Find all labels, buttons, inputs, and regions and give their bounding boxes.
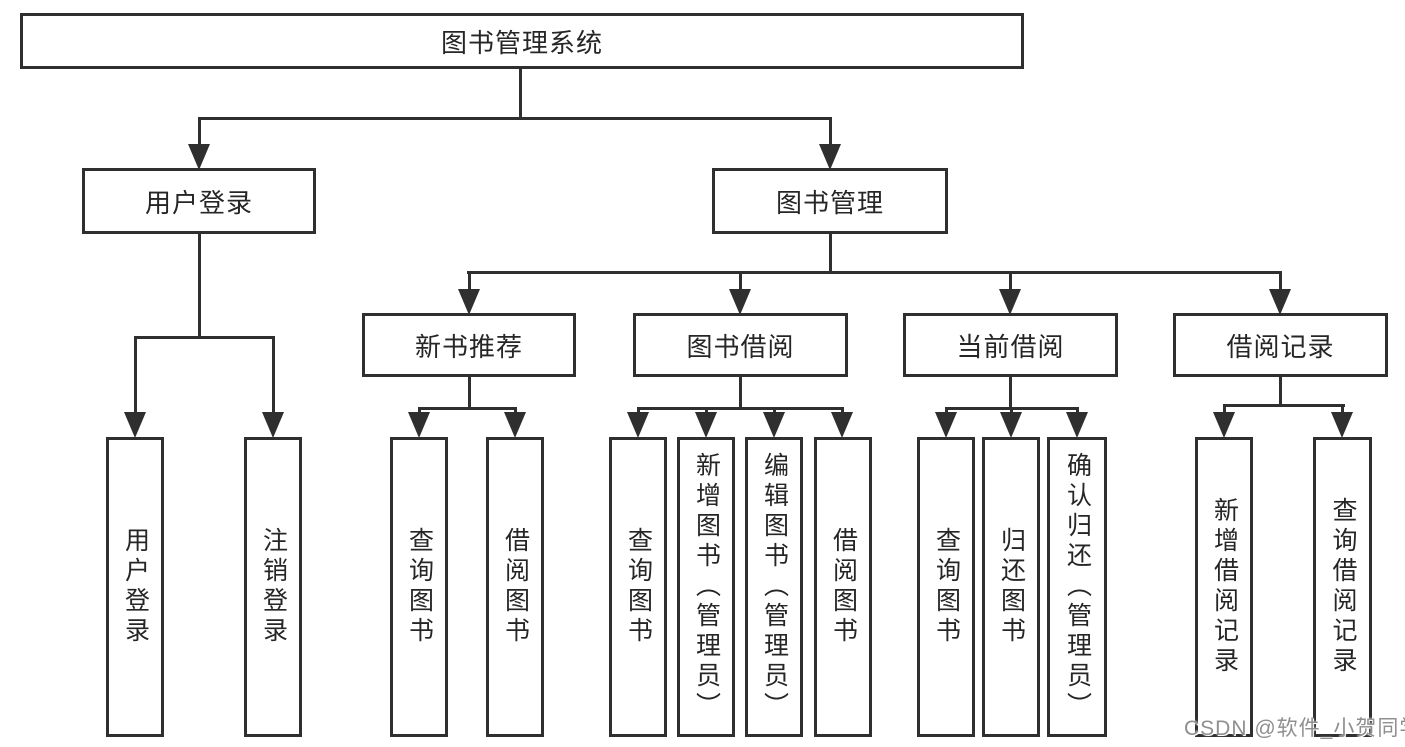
leaf-bb-query-books: 查询图书 bbox=[609, 437, 667, 737]
arrow-down-icon bbox=[999, 289, 1021, 315]
leaf-label: 查询图书 bbox=[624, 527, 653, 647]
node-label: 借阅记录 bbox=[1226, 331, 1335, 362]
arrow-down-icon bbox=[1213, 412, 1235, 438]
node-label: 新书推荐 bbox=[414, 331, 523, 362]
arrow-down-icon bbox=[262, 412, 284, 438]
connector-line bbox=[134, 336, 137, 414]
arrow-down-icon bbox=[1269, 289, 1291, 315]
arrow-down-icon bbox=[819, 144, 841, 170]
connector-line bbox=[841, 407, 844, 415]
arrow-down-icon bbox=[124, 412, 146, 438]
connector-line bbox=[1279, 377, 1282, 407]
arrow-down-icon bbox=[627, 412, 649, 438]
leaf-label: 查询借阅记录 bbox=[1329, 497, 1357, 677]
connector-line bbox=[272, 336, 275, 414]
leaf-label: 编辑图书（管理员） bbox=[760, 452, 789, 722]
arrow-down-icon bbox=[504, 412, 526, 438]
arrow-down-icon bbox=[1000, 412, 1022, 438]
node-new-book-recommendation: 新书推荐 bbox=[362, 313, 576, 377]
connector-line bbox=[467, 271, 1282, 274]
connector-line bbox=[739, 271, 742, 291]
node-book-borrowing: 图书借阅 bbox=[633, 313, 848, 377]
connector-line bbox=[829, 117, 832, 147]
leaf-label: 归还图书 bbox=[997, 527, 1026, 647]
leaf-cb-query-books: 查询图书 bbox=[917, 437, 975, 737]
connector-line bbox=[514, 407, 517, 415]
node-label: 图书借阅 bbox=[686, 331, 795, 362]
arrow-down-icon bbox=[695, 412, 717, 438]
arrow-down-icon bbox=[729, 289, 751, 315]
connector-line bbox=[773, 407, 776, 415]
leaf-bb-add-book-admin: 新增图书（管理员） bbox=[677, 437, 735, 737]
connector-line bbox=[1223, 404, 1345, 407]
connector-line bbox=[739, 377, 742, 410]
leaf-label: 新增图书（管理员） bbox=[692, 452, 721, 722]
leaf-cb-confirm-return-admin: 确认归还（管理员） bbox=[1047, 437, 1107, 737]
node-current-borrowing: 当前借阅 bbox=[903, 313, 1118, 377]
connector-line bbox=[1076, 407, 1079, 415]
node-label: 用户登录 bbox=[144, 187, 253, 218]
node-book-management: 图书管理 bbox=[712, 168, 948, 234]
connector-line bbox=[1009, 271, 1012, 291]
node-borrowing-records: 借阅记录 bbox=[1173, 313, 1388, 377]
node-library-management-system: 图书管理系统 bbox=[20, 13, 1024, 69]
leaf-br-add-record: 新增借阅记录 bbox=[1195, 437, 1253, 737]
leaf-bb-borrow-books: 借阅图书 bbox=[814, 437, 872, 737]
arrow-down-icon bbox=[1331, 412, 1353, 438]
leaf-nbr-borrow-books: 借阅图书 bbox=[486, 437, 544, 737]
csdn-watermark: CSDN @软件_小贺同学 bbox=[1184, 717, 1405, 740]
connector-line bbox=[418, 407, 421, 415]
connector-line bbox=[637, 407, 843, 410]
leaf-label: 查询图书 bbox=[405, 527, 434, 647]
leaf-cb-return-books: 归还图书 bbox=[982, 437, 1040, 737]
arrow-down-icon bbox=[1066, 412, 1088, 438]
connector-line bbox=[418, 407, 517, 410]
node-label: 图书管理系统 bbox=[440, 27, 603, 58]
leaf-label: 借阅图书 bbox=[829, 527, 858, 647]
connector-line bbox=[829, 234, 832, 274]
connector-line bbox=[1341, 404, 1344, 414]
leaf-label: 借阅图书 bbox=[501, 527, 530, 647]
connector-line bbox=[1279, 271, 1282, 291]
arrow-down-icon bbox=[188, 144, 210, 170]
leaf-user-login: 用户登录 bbox=[106, 437, 164, 737]
leaf-nbr-query-books: 查询图书 bbox=[390, 437, 448, 737]
leaf-label: 新增借阅记录 bbox=[1210, 497, 1239, 677]
connector-line bbox=[134, 336, 275, 339]
leaf-label: 用户登录 bbox=[121, 527, 150, 647]
connector-line bbox=[1223, 404, 1226, 414]
leaf-logout: 注销登录 bbox=[244, 437, 302, 737]
leaf-label: 注销登录 bbox=[259, 527, 288, 647]
connector-line bbox=[468, 377, 471, 410]
connector-line bbox=[519, 68, 522, 120]
connector-line bbox=[637, 407, 640, 415]
connector-line bbox=[198, 234, 201, 339]
leaf-bb-edit-book-admin: 编辑图书（管理员） bbox=[745, 437, 803, 737]
connector-line bbox=[945, 407, 948, 415]
node-label: 图书管理 bbox=[775, 187, 884, 218]
connector-line bbox=[198, 117, 201, 147]
connector-line bbox=[1010, 407, 1013, 415]
connector-line bbox=[705, 407, 708, 415]
arrow-down-icon bbox=[458, 289, 480, 315]
arrow-down-icon bbox=[763, 412, 785, 438]
arrow-down-icon bbox=[831, 412, 853, 438]
node-label: 当前借阅 bbox=[956, 331, 1065, 362]
leaf-label: 查询图书 bbox=[932, 527, 961, 647]
node-user-login: 用户登录 bbox=[82, 168, 316, 234]
connector-line bbox=[1009, 377, 1012, 410]
connector-line bbox=[468, 271, 471, 291]
arrow-down-icon bbox=[935, 412, 957, 438]
leaf-br-query-record: 查询借阅记录 bbox=[1313, 437, 1372, 737]
arrow-down-icon bbox=[408, 412, 430, 438]
connector-line bbox=[198, 117, 832, 120]
leaf-label: 确认归还（管理员） bbox=[1063, 452, 1092, 722]
